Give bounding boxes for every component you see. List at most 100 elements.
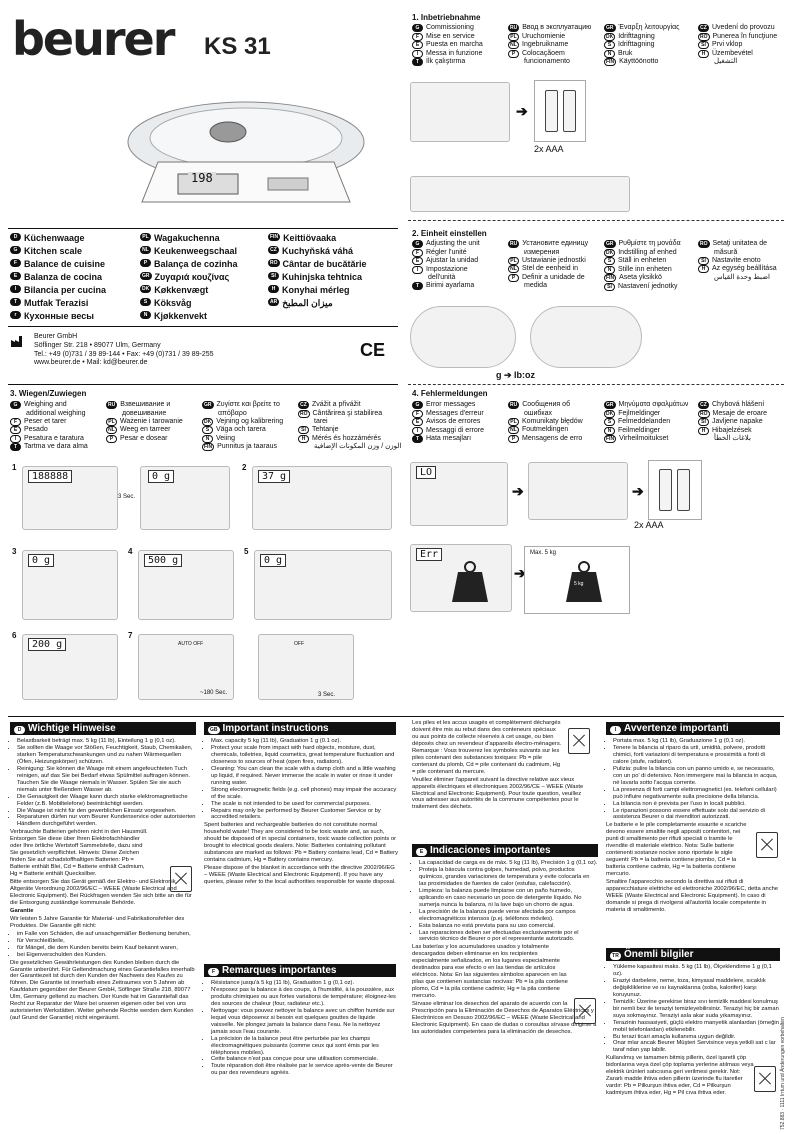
arrow-icon: ➔ [514,565,526,581]
section-f-body: Résistance jusqu'à 5 kg (11 lb), Graduat… [204,980,398,1078]
unit-caption: g ➔ lb:oz [496,370,536,380]
company-phone: Tel.: +49 (0)731 / 39 89-144 • Fax: +49 … [34,350,214,358]
company-street: Söflinger Str. 218 • 89077 Ulm, Germany [34,341,161,349]
off-time-label: 3 Sec. [318,692,336,698]
company-web: www.beurer.de • Mail: kd@beurer.de [34,359,148,367]
weight-label: 5 kg [574,581,584,587]
document-code: 752.883 · 1111 Irrtum und Änderungen vor… [780,1017,786,1130]
section-d-body: Belastbarkeit beträgt max. 5 kg (11 lb),… [10,738,198,1023]
step-number: 7 [128,631,133,640]
step7a-scale-illustration [138,634,234,700]
s1-scale-underside-illustration [410,82,510,142]
step-number: 1 [12,463,17,472]
step-number: 6 [12,631,17,640]
err-display: Err [416,548,443,562]
step1b-scale-illustration [140,466,230,530]
battery-caption: 2x AAA [634,520,664,530]
weee-bin-icon [754,1066,776,1092]
weee-bin-icon [574,998,596,1024]
step4-display: 500 g [144,554,183,568]
company-address: Beurer GmbH Söflinger Str. 218 • 89077 U… [34,333,214,368]
section-tr-body: Yükleme kapasitesi maks. 5 kg (11 lb), Ö… [606,964,780,1098]
step-number: 2 [242,463,247,472]
battery-caption: 2x AAA [534,144,564,154]
company-name: Beurer GmbH [34,333,78,340]
s2-scale-top-illustration [410,306,516,368]
brand-logo: beurer [12,12,175,66]
arrow-icon: ➔ [632,483,644,499]
battery-icon [563,90,576,132]
weight-icon [566,561,602,602]
step-number: 4 [128,547,133,556]
step3-scale-illustration [22,550,118,620]
weee-bin-icon [756,832,778,858]
step2-display: 37 g [258,470,291,484]
hero-display: 198 [188,171,216,186]
lo-display: LO [416,466,437,480]
step-number: 5 [244,547,249,556]
off-label: OFF [294,641,304,647]
step7b-scale-illustration [258,634,354,700]
section-1-title: 1. Inbetriebnahme [412,13,481,22]
section-gb-body: Max. capacity 5 kg (11 lb), Graduation 1… [204,738,398,887]
arrow-icon: ➔ [512,483,524,499]
weight-icon [452,561,488,602]
ce-mark: CE [360,340,386,360]
battery-compartment [534,80,586,142]
battery-icon [545,90,558,132]
weee-bin-icon [568,728,590,754]
step6-display: 200 g [28,638,67,652]
battery-compartment [648,460,702,520]
section-e-body: La capacidad de carga es de máx. 5 kg (1… [412,860,598,1037]
step5-display: 0 g [260,554,287,568]
s1-scale-side-illustration [410,176,630,212]
s4-scale-underside [528,462,628,520]
section-i-body: Portata max. 5 kg (11 lb), Graduazione 1… [606,738,780,915]
factory-icon [11,336,22,347]
max-weight-label: Max. 5 kg [530,550,557,556]
weee-bin-icon [170,866,192,892]
s2-scale-bottom-illustration [530,306,642,368]
section-4-title: 4. Fehlermeldungen [412,389,488,398]
step1-display: 188888 [28,470,73,484]
arrow-icon: ➔ [516,103,528,119]
battery-icon [677,469,690,511]
